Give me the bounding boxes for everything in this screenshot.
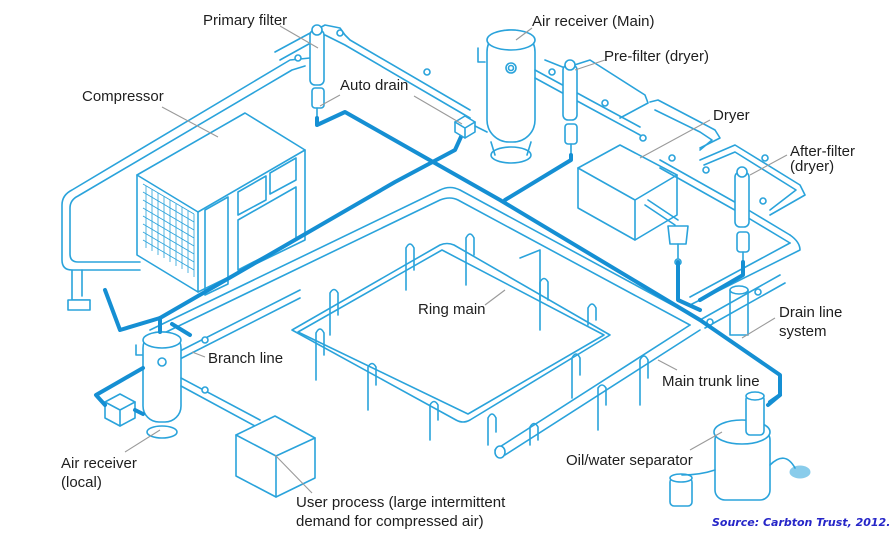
compressor-outlet-pipe [61, 57, 311, 311]
pre-filter-dryer [534, 59, 649, 156]
label-branch-line: Branch line [208, 350, 284, 367]
branch-line [177, 289, 301, 361]
after-filter-dryer [689, 144, 806, 306]
auto-drain [454, 115, 488, 139]
label-primary-filter: Primary filter [203, 12, 288, 29]
label-dryer: Dryer [713, 107, 750, 124]
ring-main-drop-legs [315, 233, 649, 446]
label-air-receiver-local-line1: Air receiver [61, 455, 137, 472]
label-user-process-line1: User process (large intermittent [296, 494, 506, 511]
label-drain-line-system-line2: system [779, 323, 827, 340]
label-drain-line-system-line1: Drain line [779, 304, 843, 321]
label-after-filter-line1: After-filter [790, 143, 856, 160]
label-after-filter-line2: (dryer) [790, 158, 835, 175]
user-process-line [180, 377, 261, 427]
drain-line-system [94, 110, 782, 416]
label-oil-water-separator: Oil/water separator [566, 452, 693, 469]
ring-main [291, 242, 611, 423]
label-pre-filter-dryer: Pre-filter (dryer) [604, 48, 710, 65]
label-ring-main: Ring main [418, 301, 486, 318]
label-air-receiver-main: Air receiver (Main) [532, 13, 655, 30]
air-receiver-main [477, 29, 536, 164]
compressor-unit [136, 112, 306, 296]
label-main-trunk-line: Main trunk line [662, 373, 760, 390]
label-auto-drain: Auto drain [340, 77, 409, 94]
label-air-receiver-local-line2: (local) [61, 474, 102, 491]
oil-water-separator [669, 391, 811, 507]
dryer-unit [577, 99, 791, 266]
compressor-grille [142, 183, 195, 277]
source-citation: Source: Carbton Trust, 2012. [712, 516, 891, 529]
primary-filter [274, 24, 471, 119]
user-process-unit [235, 415, 316, 498]
label-compressor: Compressor [82, 88, 164, 105]
label-user-process-line2: demand for compressed air) [296, 513, 484, 530]
air-receiver-local [104, 331, 182, 439]
leader-lines [124, 25, 788, 494]
